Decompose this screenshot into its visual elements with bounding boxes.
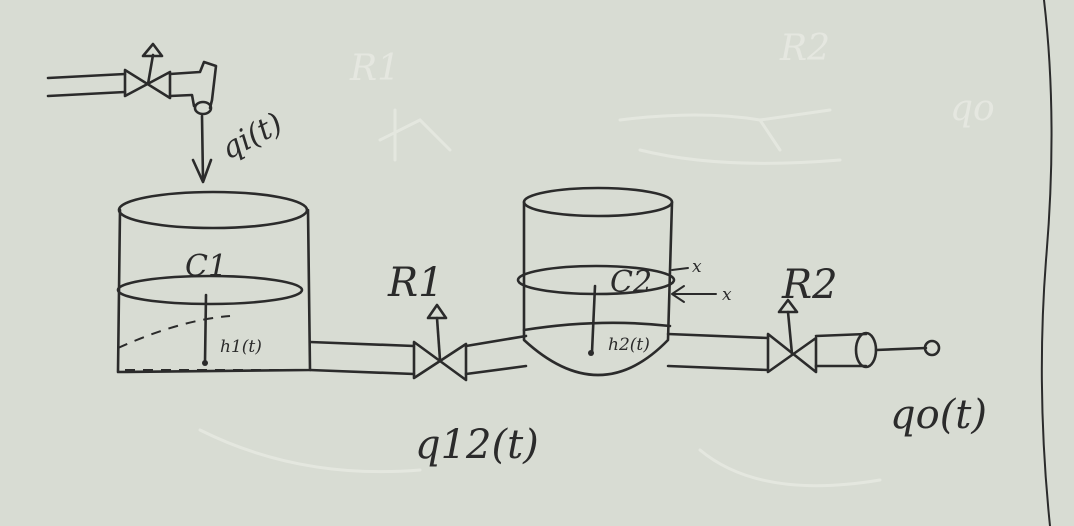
erased-background-marks: R2 qo R1 — [198, 28, 995, 488]
inlet-valve — [46, 42, 218, 116]
tank-2 — [516, 186, 676, 377]
valve-r1 — [412, 303, 468, 382]
valve-r2 — [766, 298, 941, 374]
label-qo: qo(t) — [890, 392, 987, 438]
tank-1 — [116, 190, 312, 374]
label-h2: h2(t) — [608, 335, 650, 355]
label-x-top: x — [692, 257, 702, 277]
label-x-arrow: x — [722, 285, 732, 305]
connecting-pipe — [308, 334, 528, 376]
label-c1: C1 — [185, 249, 227, 284]
svg-text:qo: qo — [950, 88, 995, 129]
label-r1: R1 — [387, 260, 444, 306]
inflow-arrow — [191, 114, 213, 184]
label-r2: R2 — [781, 262, 838, 308]
label-qi: qi(t) — [215, 106, 288, 167]
x-annotations — [671, 267, 717, 303]
svg-text:R2: R2 — [779, 28, 830, 69]
label-h1: h1(t) — [220, 337, 262, 357]
svg-text:R1: R1 — [349, 48, 400, 89]
label-c2: C2 — [610, 265, 652, 300]
outlet-pipe — [666, 332, 770, 372]
board-edge — [1040, 0, 1053, 526]
label-q12: q12(t) — [415, 422, 539, 468]
